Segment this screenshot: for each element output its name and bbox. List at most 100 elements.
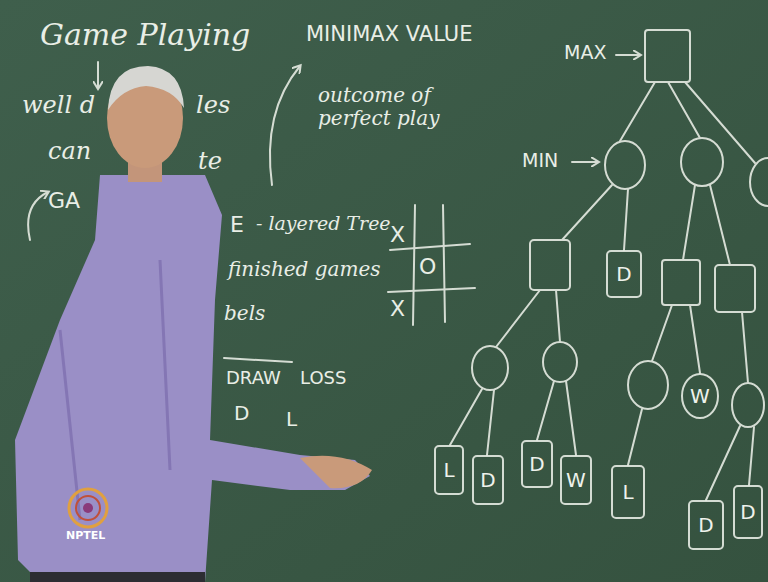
min-circle [628,361,668,409]
chalk-outline [734,486,762,538]
min-circle [543,342,577,382]
logo-ring [76,496,100,520]
board-mark: X [390,222,405,247]
chalk-outline [607,251,641,297]
min-circle [472,346,508,390]
tree-branch [562,185,612,240]
note-text: outcome of perfect play [318,84,440,130]
note-text: finished games [228,258,381,281]
leaf-box: L [611,465,645,519]
note-text: E [230,212,244,237]
tree-branch [749,427,754,485]
max-square [662,260,700,305]
grid-line [443,205,445,322]
note-text: - layered Tree [256,213,391,235]
chalk-outline [682,374,718,418]
hand [300,456,372,488]
note-text: te [198,148,222,176]
outcome-symbol: D [234,402,249,425]
belt [30,572,205,582]
chalk-outline [689,501,723,549]
leaf-box: D [521,440,553,488]
outcome-label: DRAW [226,368,281,389]
chalk-outline [612,466,644,518]
min-circle [681,138,723,186]
pointer-arrow [572,161,598,163]
tree-branch [450,389,482,445]
outcome-value: L [443,459,454,481]
logo-ring [69,489,107,527]
logo-emblem [69,489,107,527]
chalk-outline [435,446,463,494]
shirt-fold [60,260,170,520]
tree-branch [668,82,700,138]
underline [224,358,292,362]
tree-branch [710,185,730,265]
outcome-label: LOSS [300,368,346,389]
tree-branch [628,409,642,465]
game-tree [450,30,768,500]
chalk-outline [561,456,591,504]
outcome-value: L [622,481,633,503]
leaf-box: L [434,445,464,495]
tree-branch [496,290,540,347]
tree-branch [683,185,695,260]
outcome-value: D [529,453,544,475]
tree-branch [620,82,655,141]
leaf-box: W [560,455,592,505]
tree-branch [487,390,494,455]
chalk-outline [522,441,552,487]
pointer-arrow [616,54,640,56]
max-square [530,240,570,290]
max-square [715,265,755,312]
down-arrow [97,62,99,88]
tree-branch [624,189,628,250]
min-circle [732,383,764,427]
outcome-value: W [566,469,586,491]
tree-branch [742,312,748,383]
note-text: les [196,92,230,120]
lecturer-figure [15,66,372,582]
title-text: Game Playing [40,18,250,53]
min-circle [605,141,645,189]
shirt [15,175,370,582]
logo-core [83,503,93,513]
grid-line [388,288,475,292]
chalk-outline [473,456,503,504]
board-mark: X [390,296,405,321]
outcome-value: D [480,469,495,491]
max-square [645,30,690,82]
min-circle [750,158,768,206]
tree-branch [566,381,576,455]
note-text: bels [224,302,265,325]
leaf-box: D [688,500,724,550]
outcome-value: W [690,385,710,407]
outcome-value: D [740,501,755,523]
outcome-symbol: L [286,408,297,431]
tree-branch [537,381,554,440]
leaf-box: D [733,485,763,539]
hair [108,66,184,110]
leaf-box: D [472,455,504,505]
leaf-box: D [606,250,642,298]
logo-text: NPTEL [66,530,105,543]
note-text: well d [22,92,95,120]
outcome-value: D [616,263,631,285]
leaf-circle: W [681,373,719,419]
note-text: can [48,138,91,166]
curved-arrow [270,66,300,185]
player-label: MIN [522,150,558,172]
heading-text: MINIMAX VALUE [306,22,472,46]
grid-line [413,205,415,325]
tree-branch [652,305,672,361]
player-label: MAX [564,42,606,64]
tree-branch [556,290,560,342]
tree-branch [685,82,755,163]
outcome-value: D [698,514,713,536]
tree-branch [690,305,700,373]
note-text: GA [48,188,80,213]
board-mark: O [419,254,436,279]
curved-arrow [28,192,48,240]
